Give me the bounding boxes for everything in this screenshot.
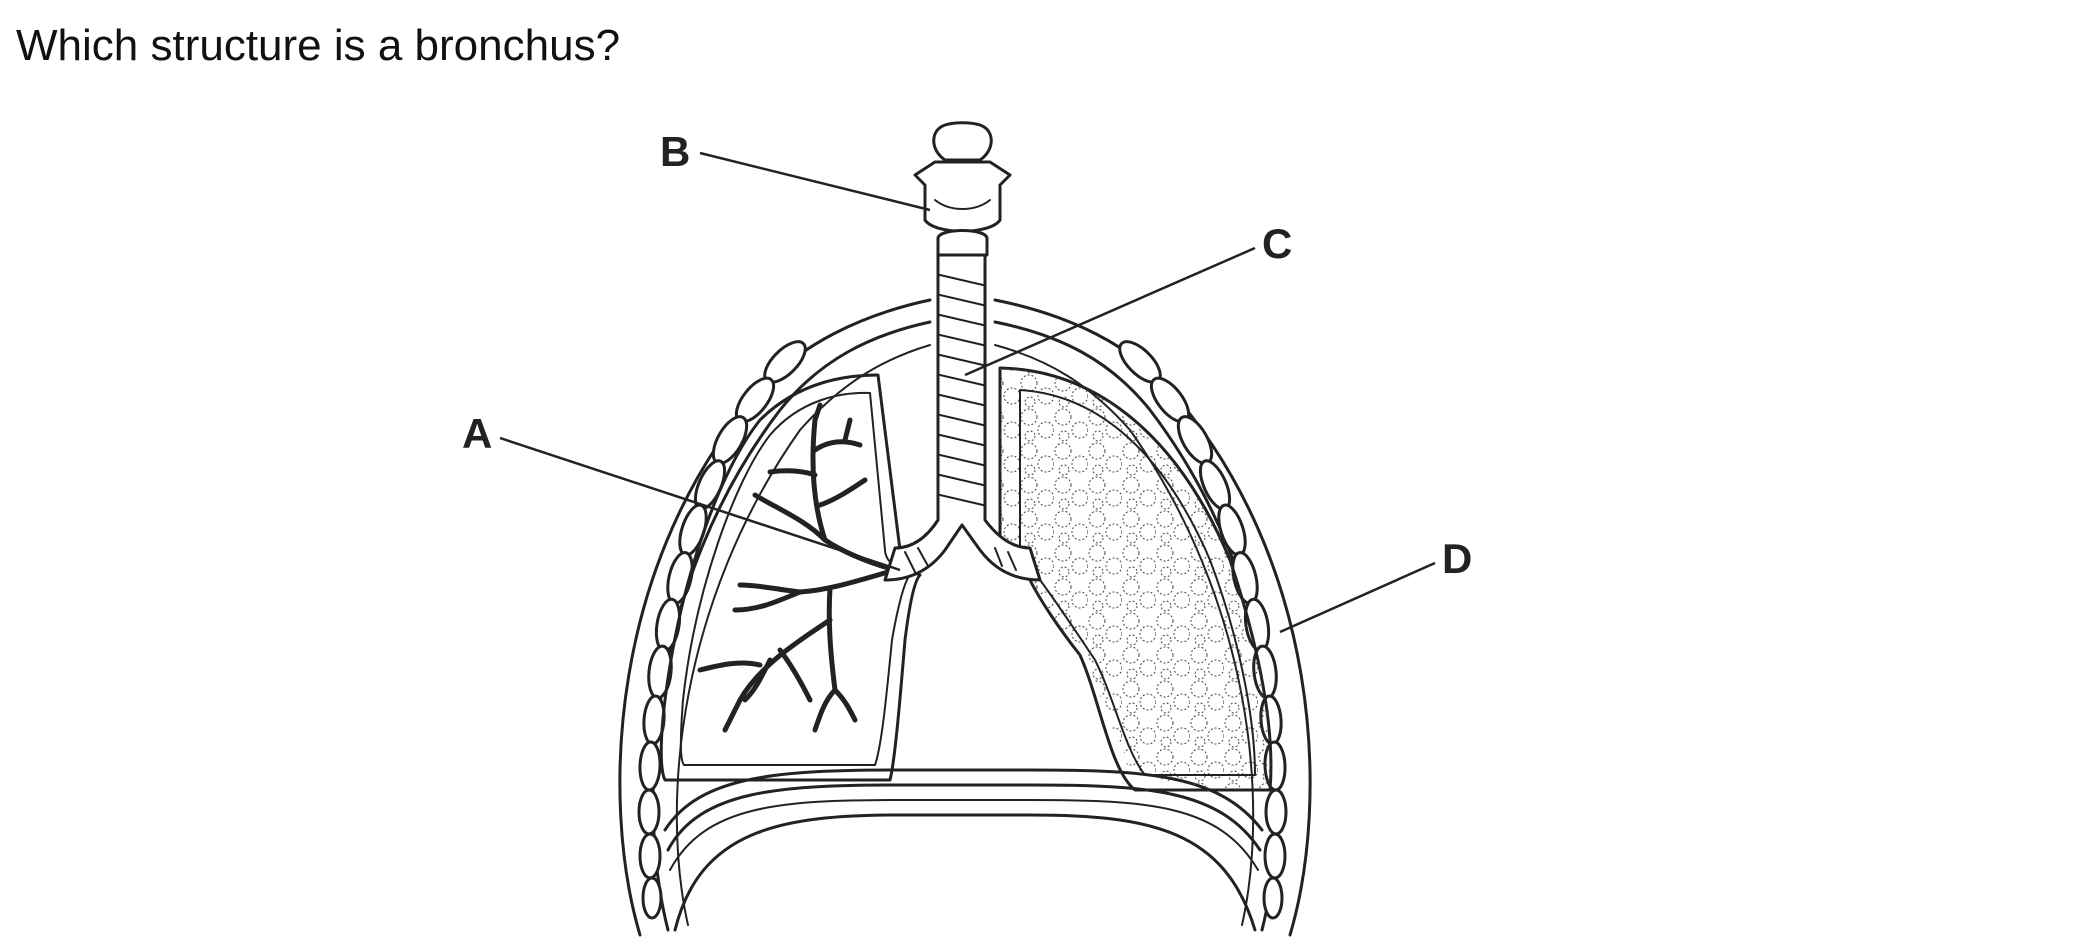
right-lung [659,373,922,782]
label-d-leader [1279,561,1436,634]
label-b: B [660,128,690,175]
larynx [913,121,1012,257]
left-lung [998,366,1273,792]
label-a-leader [499,436,901,572]
question-text: Which structure is a bronchus? [16,21,621,70]
label-c: C [1262,220,1292,267]
bronchial-tree [697,402,898,733]
label-c-leader [964,246,1256,377]
label-b-leader [699,151,931,212]
label-d: D [1442,535,1472,582]
trachea [883,253,1042,582]
diaphragm [663,768,1264,932]
label-a: A [462,410,492,457]
